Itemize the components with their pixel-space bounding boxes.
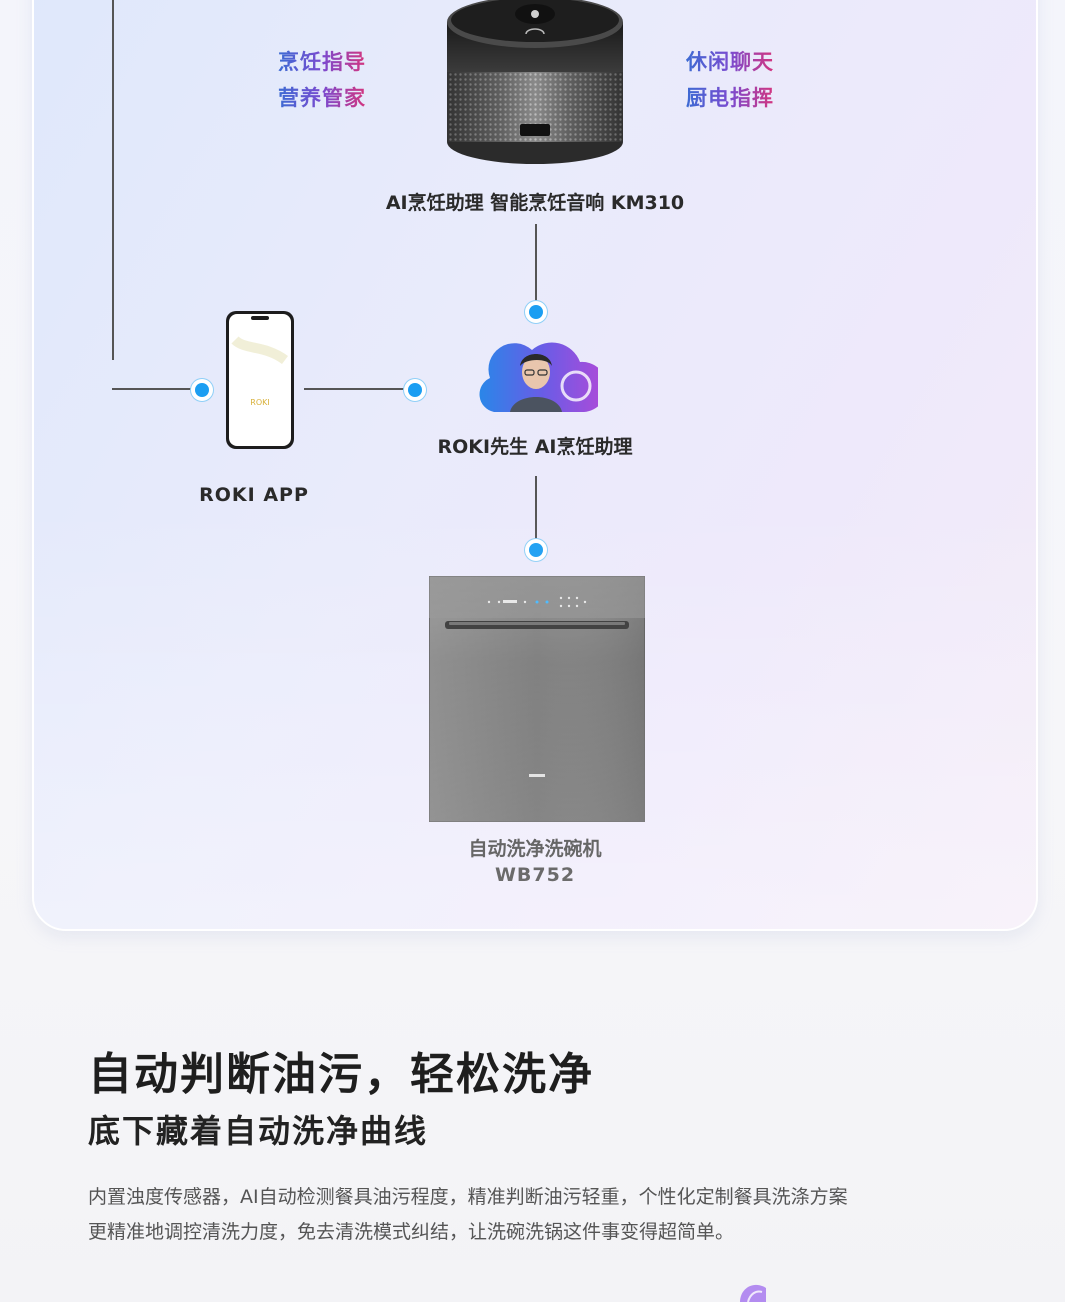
roki-assistant-cloud-icon (479, 342, 598, 412)
connector-left-vertical (112, 0, 114, 360)
connector-assistant-dishwasher (535, 476, 537, 546)
node-dot (529, 543, 543, 557)
connector-app-assistant (304, 388, 414, 390)
feature-label: 休闲聊天 (686, 44, 774, 80)
feature-label: 营养管家 (278, 80, 366, 116)
dishwasher-caption-line2: WB752 (494, 864, 576, 886)
features-left: 烹饪指导 营养管家 (278, 44, 366, 116)
node-dot (529, 305, 543, 319)
node-dot (195, 383, 209, 397)
section-description: 内置浊度传感器，AI自动检测餐具油污程度，精准判断油污轻重，个性化定制餐具洗涤方… (88, 1180, 848, 1250)
dishwasher-image (429, 576, 645, 822)
connector-speaker-assistant (535, 224, 537, 306)
features-right: 休闲聊天 厨电指挥 (686, 44, 774, 116)
feature-label: 烹饪指导 (278, 44, 366, 80)
node-dot (408, 383, 422, 397)
app-caption: ROKI APP (199, 484, 309, 506)
description-line: 更精准地调控清洗力度，免去清洗模式纠结，让洗碗洗锅这件事变得超简单。 (88, 1221, 735, 1243)
description-line: 内置浊度传感器，AI自动检测餐具油污程度，精准判断油污轻重，个性化定制餐具洗涤方… (88, 1186, 848, 1208)
assistant-caption: ROKI先生 AI烹饪助理 (437, 436, 633, 458)
section-title: 自动判断油污，轻松洗净 (88, 1049, 594, 1100)
speaker-caption: AI烹饪助理 智能烹饪音响 KM310 (385, 192, 685, 214)
smart-speaker-image (447, 0, 623, 164)
decorative-blob-icon (740, 1284, 766, 1302)
feature-label: 厨电指挥 (686, 80, 774, 116)
app-logo: ROKI (250, 398, 270, 407)
roki-app-phone-image (226, 311, 294, 449)
dishwasher-caption-line1: 自动洗净洗碗机 (468, 838, 602, 860)
ecosystem-card: 烹饪指导 营养管家 休闲聊天 厨电指挥 (32, 0, 1038, 931)
section-subtitle: 底下藏着自动洗净曲线 (88, 1112, 429, 1150)
connector-left-horizontal (112, 388, 202, 390)
